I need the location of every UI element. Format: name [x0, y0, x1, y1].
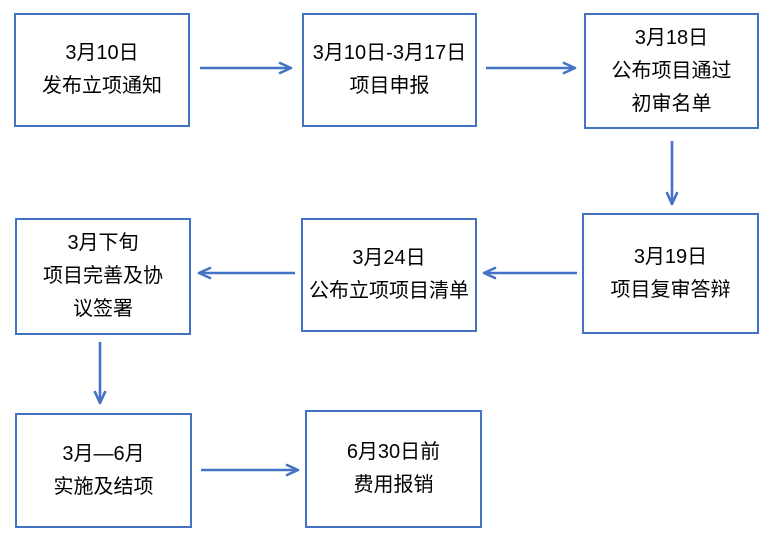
arrow-right-icon: [200, 61, 293, 75]
node-implementation: 3月—6月 实施及结项: [15, 413, 192, 528]
node-line: 公布项目通过: [611, 59, 732, 82]
arrow-right-icon: [201, 463, 300, 477]
node-line: 3月18日: [634, 26, 709, 49]
node-line: 3月19日: [633, 245, 708, 268]
arrow-down-icon: [93, 342, 107, 405]
node-line: 项目复审答辩: [610, 278, 731, 301]
node-expense-reimbursement: 6月30日前 费用报销: [305, 410, 482, 528]
node-line: 发布立项通知: [42, 75, 162, 97]
node-approved-project-list: 3月24日 公布立项项目清单: [301, 218, 477, 332]
node-line: 初审名单: [631, 92, 712, 115]
node-line: 公布立项项目清单: [309, 280, 469, 302]
arrow-left-icon: [482, 266, 577, 280]
arrow-left-icon: [197, 266, 295, 280]
node-line: 实施及结项: [53, 475, 154, 498]
node-line: 3月10日-3月17日: [312, 42, 467, 64]
node-line: 项目完善及协: [43, 265, 163, 287]
node-release-notice: 3月10日 发布立项通知: [14, 13, 190, 127]
node-line: 3月—6月: [62, 442, 145, 465]
arrow-right-icon: [486, 61, 577, 75]
node-line: 费用报销: [353, 474, 434, 496]
node-line: 3月10日: [65, 42, 139, 64]
arrow-down-icon: [665, 141, 679, 206]
node-line: 3月下旬: [67, 232, 139, 254]
node-preliminary-list: 3月18日 公布项目通过 初审名单: [584, 13, 759, 129]
node-review-defense: 3月19日 项目复审答辩: [582, 213, 759, 334]
node-line: 项目申报: [349, 75, 430, 97]
node-project-application: 3月10日-3月17日 项目申报: [302, 13, 477, 127]
node-line: 6月30日前: [346, 441, 441, 463]
node-line: 3月24日: [352, 247, 426, 269]
node-agreement-signing: 3月下旬 项目完善及协 议签署: [15, 218, 191, 335]
node-line: 议签署: [73, 298, 133, 320]
